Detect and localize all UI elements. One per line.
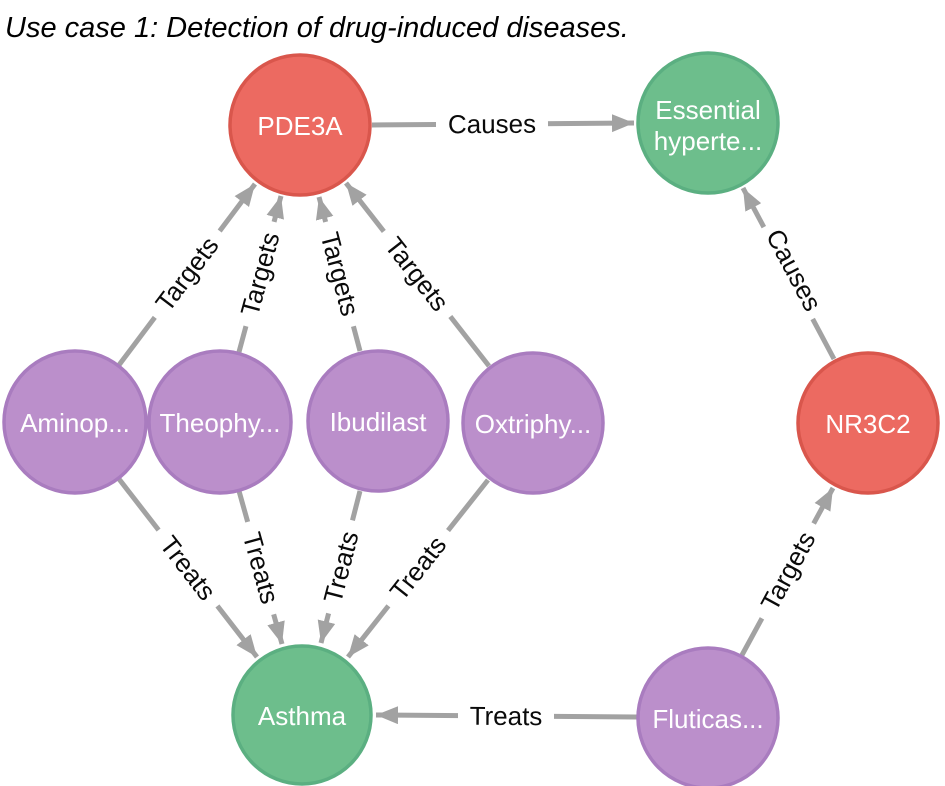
- node-label: Oxtriphy...: [475, 409, 592, 439]
- edge-label-mask: [231, 217, 289, 331]
- node-circle: [228, 53, 372, 197]
- node-pde3a[interactable]: PDE3A: [228, 53, 372, 197]
- node-ibudilast[interactable]: Ibudilast: [306, 349, 450, 493]
- node-circle: [306, 349, 450, 493]
- edge-fluticasone-treats-asthma[interactable]: Treats: [375, 700, 639, 732]
- node-aminophylline[interactable]: Aminop...: [2, 349, 148, 495]
- edge-label: Treats: [317, 528, 364, 606]
- edge-aminophylline-targets-pde3a[interactable]: Targets: [117, 182, 257, 367]
- node-label: Ibudilast: [330, 407, 428, 437]
- node-circle: [2, 349, 148, 495]
- edge-label-mask: [457, 700, 555, 732]
- edge-label-mask: [233, 517, 289, 619]
- edge-label: Treats: [470, 701, 543, 732]
- edge-label-mask: [146, 520, 230, 616]
- edge-label-mask: [142, 221, 232, 327]
- node-label: Aminop...: [20, 408, 130, 438]
- edge-label-mask: [376, 521, 460, 615]
- edge-label-mask: [371, 222, 463, 326]
- node-circle: [636, 51, 780, 195]
- node-label: NR3C2: [825, 409, 910, 439]
- edge-label-mask: [311, 217, 369, 331]
- node-fluticasone[interactable]: Fluticas...: [636, 646, 780, 786]
- edge-label-mask: [756, 217, 832, 323]
- node-essential-hypertension[interactable]: Essential hyperte...: [636, 51, 780, 195]
- edge-label: Targets: [754, 526, 821, 615]
- edge-aminophylline-treats-asthma[interactable]: Treats: [117, 477, 259, 659]
- node-circle: [147, 349, 293, 495]
- edge-nr3c2-causes-hypertension[interactable]: Causes: [740, 186, 837, 361]
- node-label: Theophy...: [160, 408, 281, 438]
- edge-label: Targets: [234, 229, 285, 319]
- node-circle: [636, 646, 780, 786]
- edge-label: Causes: [760, 224, 828, 316]
- figure-title: Use case 1: Detection of drug-induced di…: [5, 12, 629, 44]
- edge-ibudilast-targets-pde3a[interactable]: Targets: [311, 196, 369, 352]
- edge-label: Targets: [379, 231, 455, 317]
- node-theophylline[interactable]: Theophy...: [147, 349, 293, 495]
- edge-label-mask: [435, 108, 549, 140]
- edge-pde3a-causes-hypertension[interactable]: Causes: [371, 108, 635, 140]
- edge-oxtriphylline-treats-asthma[interactable]: Treats: [346, 478, 490, 659]
- node-label-line2: hyperte...: [654, 126, 762, 156]
- edge-label: Causes: [448, 109, 536, 140]
- edge-label-mask: [314, 516, 368, 618]
- node-label: PDE3A: [257, 111, 343, 141]
- edge-label: Treats: [237, 529, 285, 607]
- edge-ibudilast-treats-asthma[interactable]: Treats: [314, 490, 368, 644]
- edge-theophylline-treats-asthma[interactable]: Treats: [233, 490, 289, 645]
- node-circle: [461, 351, 605, 495]
- node-label: Asthma: [258, 701, 347, 731]
- edge-label: Targets: [149, 231, 224, 317]
- node-oxtriphylline[interactable]: Oxtriphy...: [461, 351, 605, 495]
- node-nr3c2[interactable]: NR3C2: [796, 351, 940, 495]
- edge-theophylline-targets-pde3a[interactable]: Targets: [231, 195, 289, 353]
- edge-label: Targets: [315, 229, 366, 319]
- edge-label: Treats: [384, 530, 453, 606]
- node-circle: [231, 644, 373, 786]
- node-label-line1: Essential: [655, 95, 761, 125]
- edge-fluticasone-targets-nr3c2[interactable]: Targets: [739, 486, 836, 657]
- node-circle: [796, 351, 940, 495]
- node-asthma[interactable]: Asthma: [231, 644, 373, 786]
- edge-label-mask: [749, 516, 827, 626]
- node-label: Fluticas...: [652, 704, 763, 734]
- edge-label: Treats: [154, 530, 222, 606]
- edge-oxtriphylline-targets-pde3a[interactable]: Targets: [344, 181, 491, 368]
